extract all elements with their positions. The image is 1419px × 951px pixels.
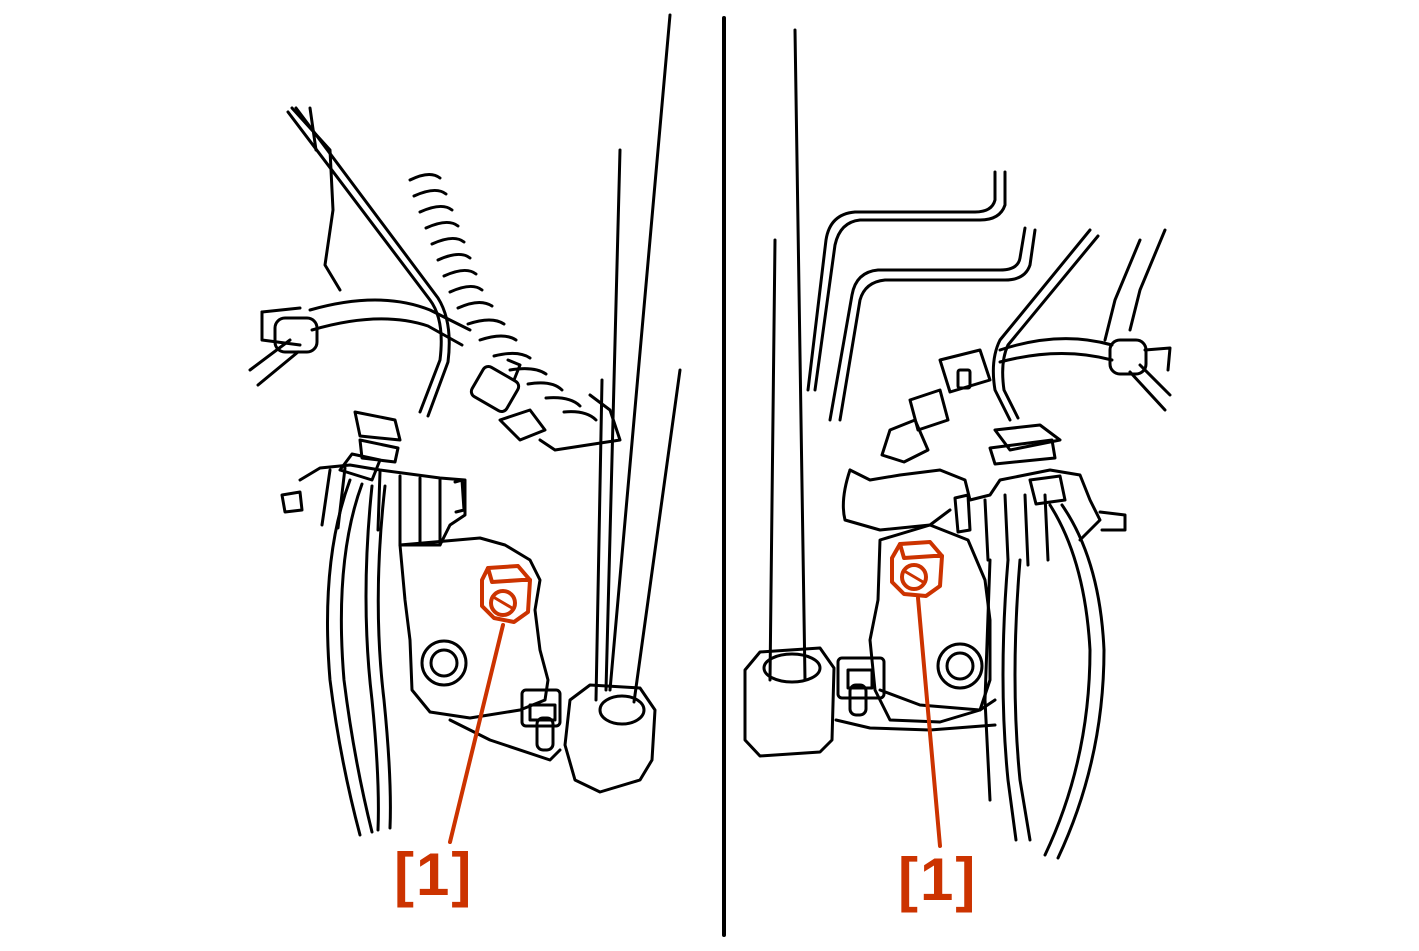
spring-coil <box>408 173 598 422</box>
left-view <box>248 13 682 837</box>
leader-line-left <box>448 623 505 844</box>
bleeder-valve-right <box>890 540 944 848</box>
leader-line-right <box>916 596 942 848</box>
bleeder-valve-left <box>448 564 532 844</box>
callout-label-left: [1] <box>394 841 474 908</box>
callout-label-right: [1] <box>898 846 978 913</box>
right-view <box>743 28 1172 860</box>
